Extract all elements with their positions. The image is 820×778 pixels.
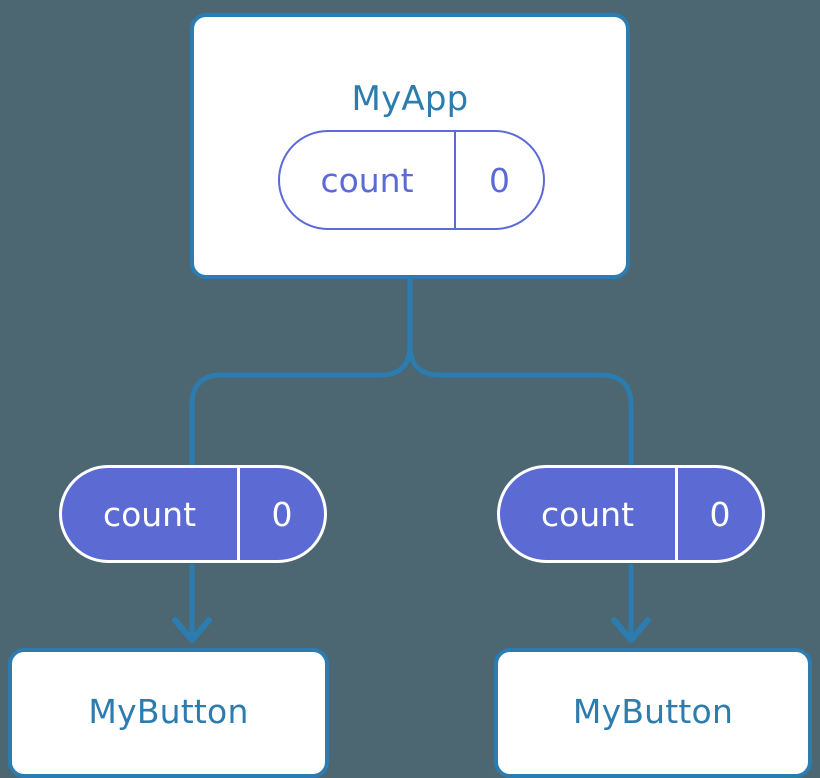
state-value-child-right: 0 [675, 468, 762, 560]
component-node-mybutton-right[interactable]: MyButton [494, 648, 812, 778]
component-label-myapp: MyApp [351, 79, 469, 119]
component-label-mybutton-left: MyButton [88, 692, 249, 731]
state-key-child-left: count [102, 494, 197, 534]
component-node-myapp[interactable]: MyApp [190, 13, 630, 279]
state-pill-child-right[interactable]: count 0 [497, 465, 765, 563]
state-key-myapp: count [320, 160, 414, 200]
state-pill-myapp[interactable]: count 0 [278, 130, 545, 230]
state-pill-child-left[interactable]: count 0 [59, 465, 327, 563]
arrowhead-right-icon [611, 617, 651, 643]
arrowhead-left-icon [172, 617, 212, 643]
connector-root-to-children [189, 276, 413, 469]
component-node-mybutton-left[interactable]: MyButton [8, 648, 329, 778]
state-value-myapp: 0 [454, 132, 543, 228]
state-value-child-left: 0 [237, 468, 324, 560]
connector-root-to-child-right [407, 342, 634, 469]
state-key-child-right: count [540, 494, 635, 534]
component-label-mybutton-right: MyButton [572, 692, 734, 731]
